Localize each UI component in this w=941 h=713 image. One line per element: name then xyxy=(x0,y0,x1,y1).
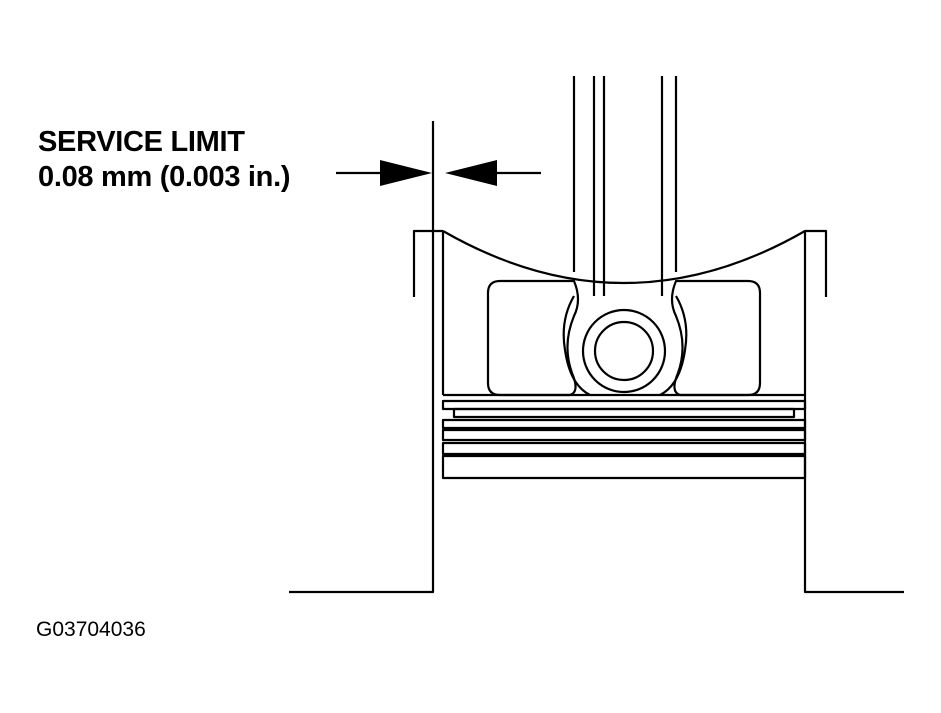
arrow-right-icon xyxy=(380,160,432,186)
piston-pin-inner xyxy=(593,320,655,382)
connecting-rod xyxy=(572,76,678,296)
arrow-left-icon xyxy=(445,160,497,186)
figure-id: G03704036 xyxy=(36,618,146,641)
piston-ring-lands xyxy=(441,399,807,480)
piston-crown-arc xyxy=(442,230,806,285)
cylinder-wall-left xyxy=(289,121,435,594)
service-limit-value: 0.08 mm (0.003 in.) xyxy=(38,161,291,193)
piston xyxy=(412,229,828,397)
cylinder-bore xyxy=(289,121,904,594)
piston-pin-outer xyxy=(581,308,667,394)
cylinder-wall-right xyxy=(803,230,904,594)
service-limit-label: SERVICE LIMIT xyxy=(38,126,245,158)
